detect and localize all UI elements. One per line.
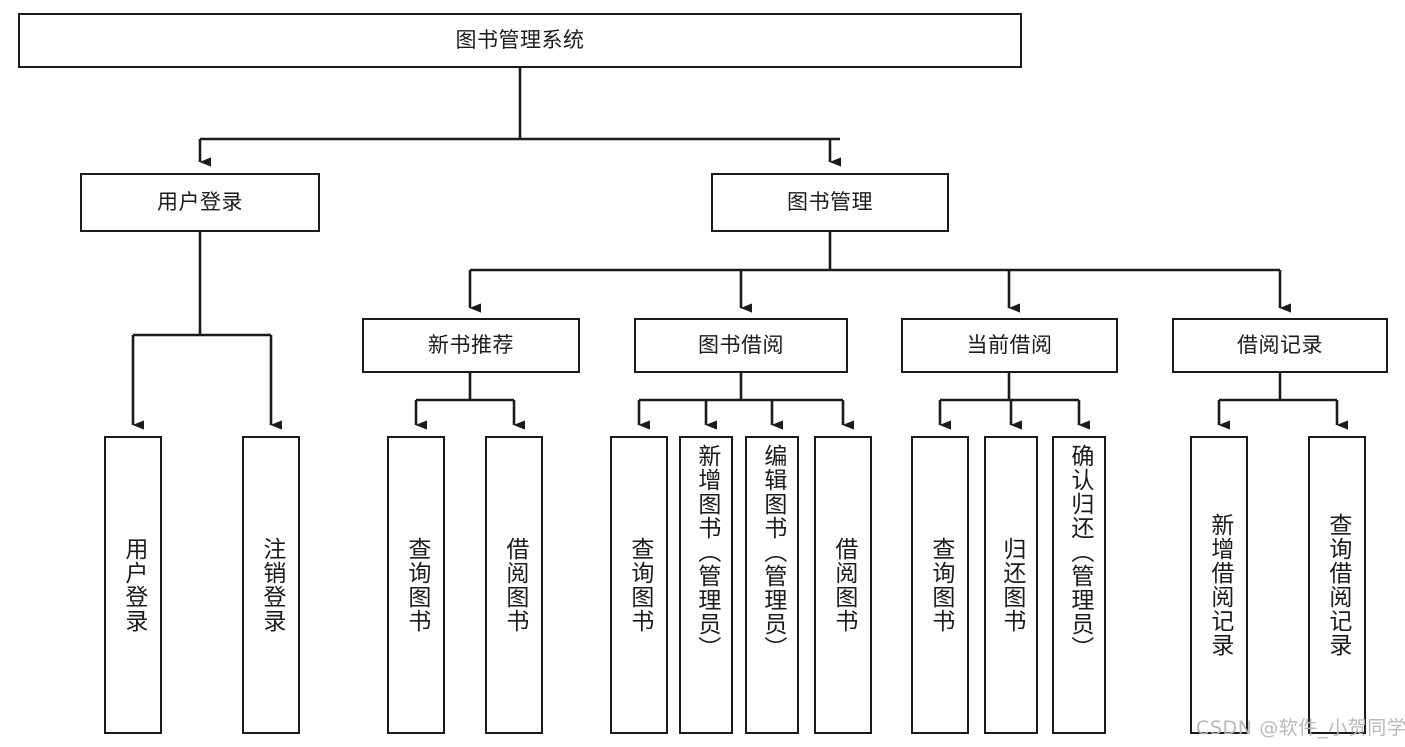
node-book-borrow-label: 图书借阅 [698, 332, 784, 357]
node-leaf-query-book-2-label: 查询图书 [626, 537, 653, 633]
node-leaf-confirm-return[interactable]: 确认归还（管理员） [1052, 436, 1106, 734]
node-book-manage[interactable]: 图书管理 [711, 173, 949, 232]
node-leaf-return-book-label: 归还图书 [998, 537, 1025, 633]
node-leaf-query-record-label: 查询借阅记录 [1324, 513, 1351, 657]
node-borrow-record-label: 借阅记录 [1237, 332, 1323, 357]
node-leaf-query-book-3-label: 查询图书 [927, 537, 954, 633]
node-root[interactable]: 图书管理系统 [18, 13, 1022, 68]
node-leaf-add-book[interactable]: 新增图书（管理员） [679, 436, 733, 734]
node-leaf-borrow-book-2-label: 借阅图书 [830, 537, 857, 633]
node-leaf-edit-book-label: 编辑图书（管理员） [759, 444, 786, 660]
node-current-borrow-label: 当前借阅 [966, 332, 1053, 357]
node-current-borrow[interactable]: 当前借阅 [901, 318, 1118, 373]
node-leaf-confirm-return-label: 确认归还（管理员） [1066, 444, 1093, 660]
node-user-login-label: 用户登录 [157, 189, 243, 214]
node-leaf-logout-label: 注销登录 [258, 537, 285, 633]
node-new-book-rec-label: 新书推荐 [428, 332, 514, 357]
node-new-book-rec[interactable]: 新书推荐 [362, 318, 580, 373]
node-leaf-query-book-2[interactable]: 查询图书 [610, 436, 668, 734]
node-leaf-add-record[interactable]: 新增借阅记录 [1190, 436, 1248, 734]
node-leaf-borrow-book-2[interactable]: 借阅图书 [814, 436, 872, 734]
node-leaf-add-book-label: 新增图书（管理员） [693, 444, 720, 660]
node-leaf-user-login-label: 用户登录 [120, 537, 147, 633]
node-leaf-return-book[interactable]: 归还图书 [984, 436, 1038, 734]
node-user-login[interactable]: 用户登录 [80, 173, 320, 232]
node-book-borrow[interactable]: 图书借阅 [634, 318, 848, 373]
node-leaf-logout[interactable]: 注销登录 [242, 436, 300, 734]
node-leaf-edit-book[interactable]: 编辑图书（管理员） [745, 436, 799, 734]
node-leaf-query-book-1-label: 查询图书 [403, 537, 430, 633]
node-leaf-add-record-label: 新增借阅记录 [1206, 513, 1233, 657]
node-leaf-query-record[interactable]: 查询借阅记录 [1308, 436, 1366, 734]
node-leaf-query-book-3[interactable]: 查询图书 [911, 436, 969, 734]
node-leaf-borrow-book-1-label: 借阅图书 [501, 537, 528, 633]
node-leaf-borrow-book-1[interactable]: 借阅图书 [485, 436, 543, 734]
node-root-label: 图书管理系统 [455, 27, 585, 52]
watermark: CSDN @软件_小贺同学 [1196, 717, 1405, 739]
node-leaf-query-book-1[interactable]: 查询图书 [387, 436, 445, 734]
node-leaf-user-login[interactable]: 用户登录 [104, 436, 162, 734]
node-book-manage-label: 图书管理 [787, 189, 873, 214]
node-borrow-record[interactable]: 借阅记录 [1172, 318, 1388, 373]
